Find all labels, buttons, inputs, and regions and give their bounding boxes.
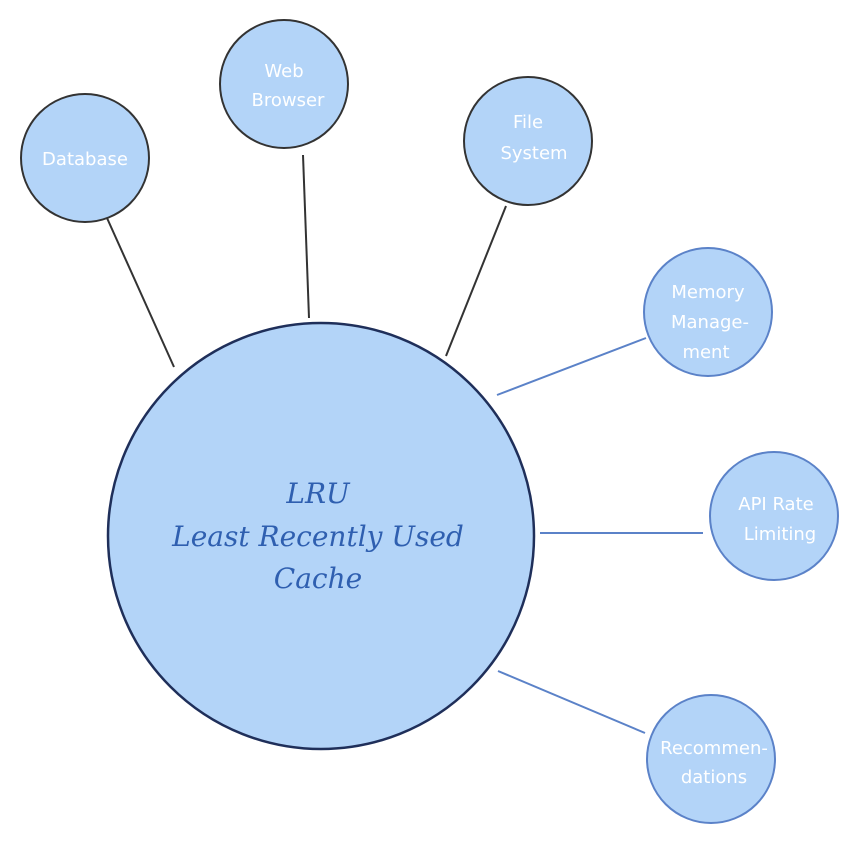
- center-label-line-1: LRU: [285, 477, 351, 510]
- node-memory-management-label-2: Manage-: [671, 312, 749, 333]
- node-api-rate-limiting: API Rate Limiting: [709, 451, 839, 581]
- node-database: Database: [20, 93, 150, 223]
- node-database-label: Database: [42, 149, 128, 170]
- node-file-system-label-1: File: [513, 112, 543, 133]
- node-memory-management: Memory Manage- ment: [643, 247, 773, 377]
- node-api-rate-limiting-label-1: API Rate: [738, 494, 813, 515]
- connector-database: [106, 217, 175, 368]
- node-memory-management-label-1: Memory: [671, 282, 745, 303]
- center-label-line-2: Least Recently Used: [171, 520, 464, 553]
- center-node-lru-cache: LRU Least Recently Used Cache: [106, 321, 536, 751]
- node-recommendations-label-1: Recommen-: [660, 738, 768, 759]
- center-label-line-3: Cache: [274, 562, 362, 595]
- node-memory-management-label-3: ment: [682, 342, 729, 363]
- connector-memory-management: [496, 337, 647, 396]
- connector-recommendations: [497, 670, 646, 734]
- node-file-system: File System: [463, 76, 593, 206]
- node-recommendations-label-2: dations: [681, 767, 747, 788]
- connector-web-browser: [302, 154, 310, 319]
- node-web-browser: Web Browser: [219, 19, 349, 149]
- node-file-system-label-2: System: [500, 143, 567, 164]
- node-api-rate-limiting-label-2: Limiting: [744, 524, 816, 545]
- node-recommendations: Recommen- dations: [646, 694, 776, 824]
- node-web-browser-label-2: Browser: [252, 90, 326, 111]
- connector-file-system: [445, 205, 507, 357]
- node-web-browser-label-1: Web: [264, 61, 303, 82]
